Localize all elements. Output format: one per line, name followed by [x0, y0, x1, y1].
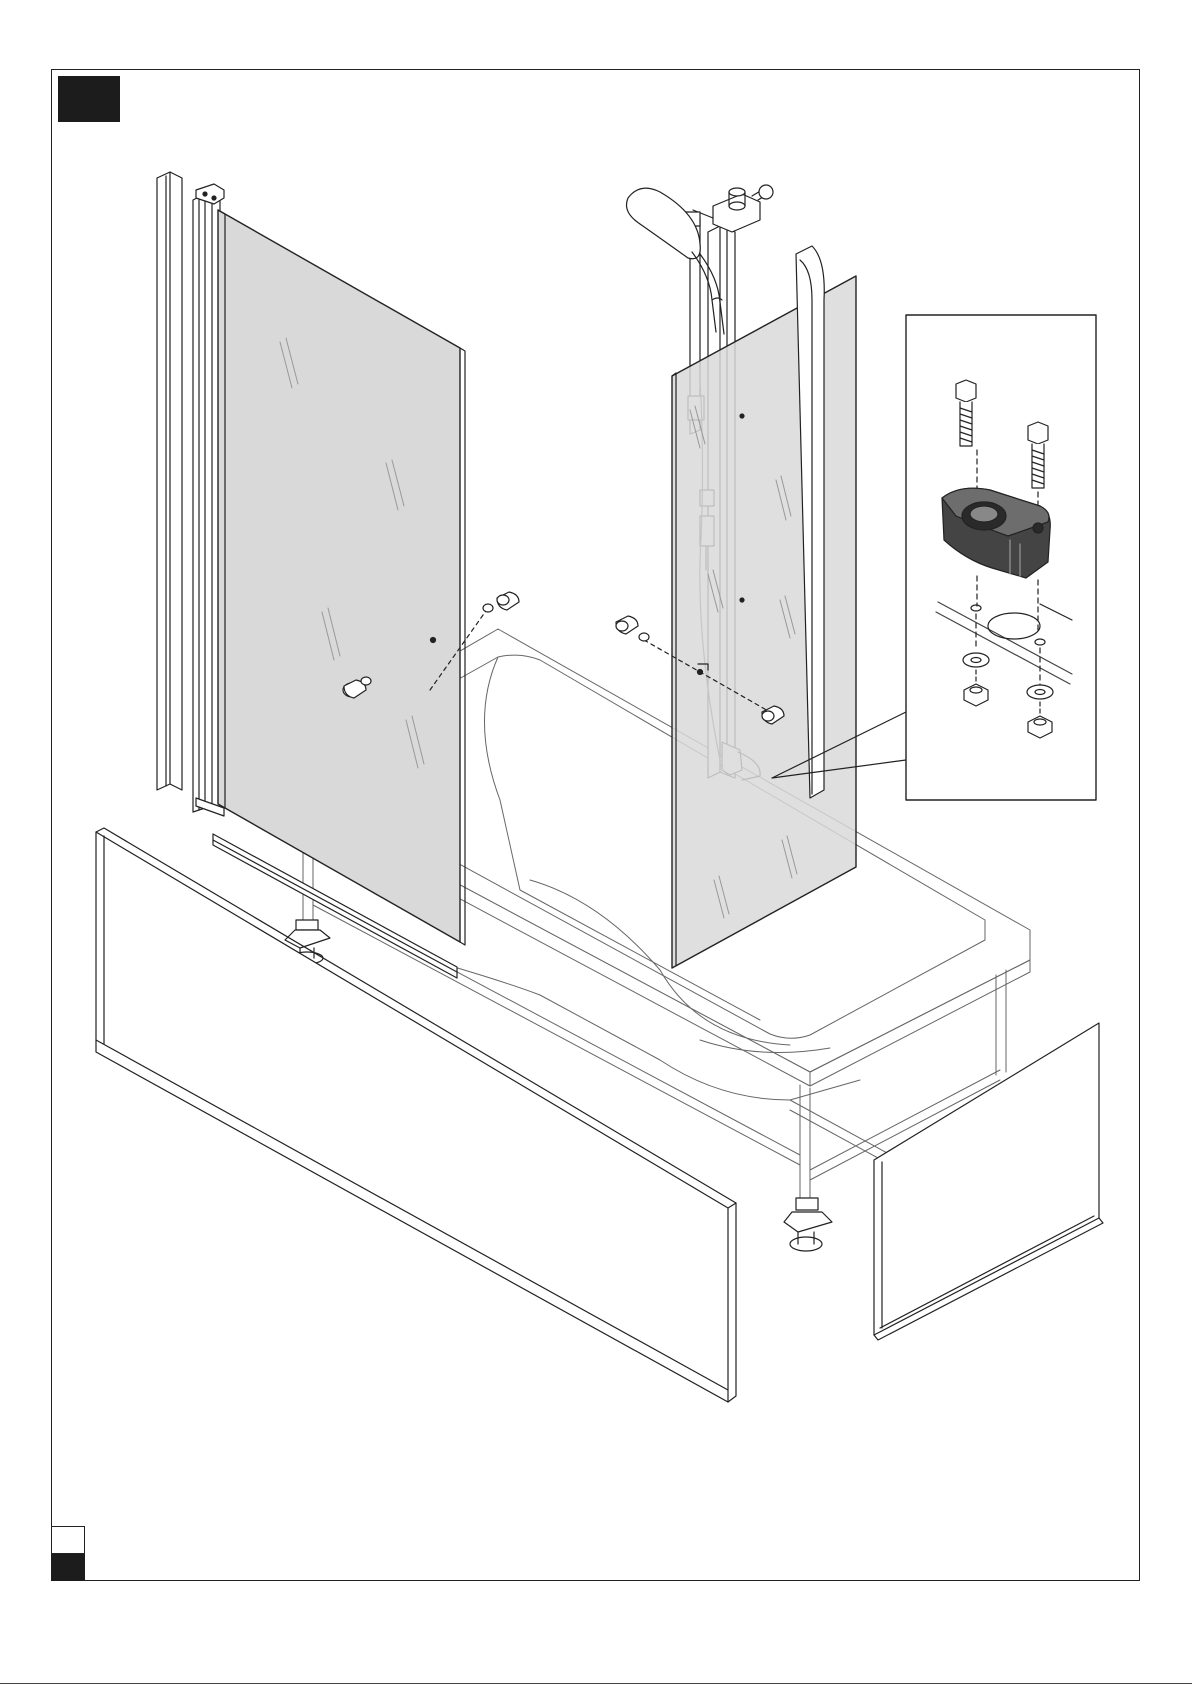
- side-bath-panel: [874, 1023, 1103, 1340]
- left-shower-screen: [213, 210, 465, 978]
- page-marker: [51, 1554, 85, 1581]
- left-wall-profile: [157, 172, 224, 816]
- footer-rule: [0, 1683, 1192, 1684]
- page-number-box: [51, 1526, 85, 1554]
